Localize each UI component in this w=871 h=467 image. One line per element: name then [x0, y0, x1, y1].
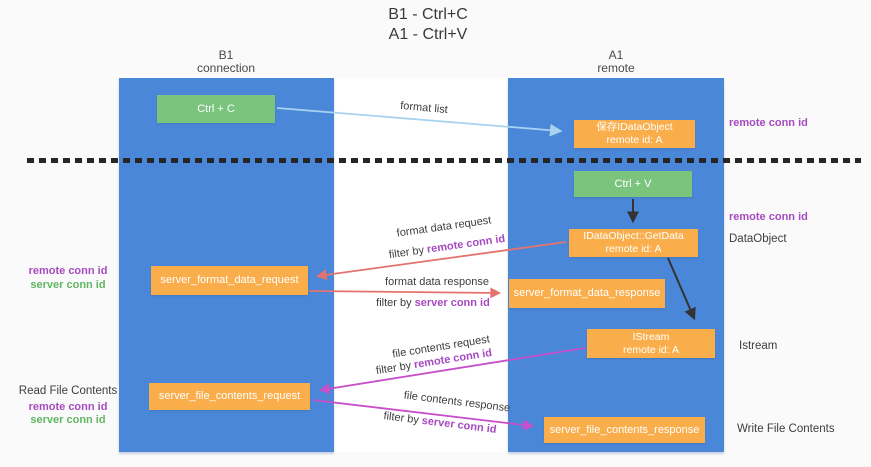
ctrl-c-box: Ctrl + C: [157, 95, 275, 123]
left-remote-conn-id-2: remote conn id: [28, 401, 108, 413]
server-format-data-request-label: server_format_data_request: [160, 274, 299, 286]
title-line-2: A1 - Ctrl+V: [388, 26, 468, 43]
ctrl-c-label: Ctrl + C: [197, 102, 235, 115]
right-remote-conn-id-mid: remote conn id: [729, 211, 808, 223]
write-file-contents-label: Write File Contents: [737, 423, 835, 435]
istream-line2: remote id: A: [622, 343, 680, 356]
column-b1-name: B1: [218, 48, 234, 62]
right-remote-conn-id-top: remote conn id: [729, 117, 808, 129]
istream-side-label: Istream: [739, 340, 778, 352]
column-a1-role: remote: [597, 61, 635, 75]
column-a1-name: A1: [608, 48, 624, 62]
istream-line1: IStream: [632, 330, 670, 343]
ctrl-v-box: Ctrl + V: [574, 171, 692, 197]
read-file-contents-label: Read File Contents: [18, 385, 118, 397]
save-idataobject-line2: remote id: A: [606, 134, 663, 146]
format-data-response-label: format data response: [385, 276, 489, 288]
istream-box: IStream remote id: A: [587, 329, 715, 358]
dataobject-label: DataObject: [729, 233, 787, 245]
idataobject-getdata-box: IDataObject::GetData remote id: A: [569, 229, 698, 257]
server-file-contents-request-label: server_file_contents_request: [158, 390, 301, 402]
server-file-contents-response-box: server_file_contents_response: [544, 417, 705, 443]
server-file-contents-request-box: server_file_contents_request: [149, 383, 310, 410]
title-line-1: B1 - Ctrl+C: [388, 6, 468, 23]
filter-by-text: filter by: [376, 297, 412, 309]
ctrl-v-label: Ctrl + V: [614, 177, 652, 190]
server-conn-id-emphasis: server conn id: [414, 297, 490, 309]
left-server-conn-id: server conn id: [30, 279, 106, 291]
save-idataobject-box: 保存IDataObject remote id: A: [574, 120, 695, 148]
server-format-data-response-label: server_format_data_response: [513, 287, 661, 299]
getdata-line2: remote id: A: [605, 243, 662, 255]
getdata-line1: IDataObject::GetData: [583, 230, 684, 242]
server-format-data-response-box: server_format_data_response: [509, 279, 665, 308]
column-b1-role: connection: [196, 61, 256, 75]
save-idataobject-line1: 保存IDataObject: [596, 121, 673, 133]
session-separator-line: [27, 158, 861, 163]
server-file-contents-response-label: server_file_contents_response: [549, 423, 700, 436]
diagram-title: B1 - Ctrl+C A1 - Ctrl+V: [333, 5, 523, 45]
left-remote-conn-id: remote conn id: [28, 265, 108, 277]
server-format-data-request-box: server_format_data_request: [151, 266, 308, 295]
column-header-b1: B1 connection: [176, 49, 276, 75]
left-server-conn-id-2: server conn id: [30, 414, 106, 426]
column-header-a1: A1 remote: [566, 49, 666, 75]
